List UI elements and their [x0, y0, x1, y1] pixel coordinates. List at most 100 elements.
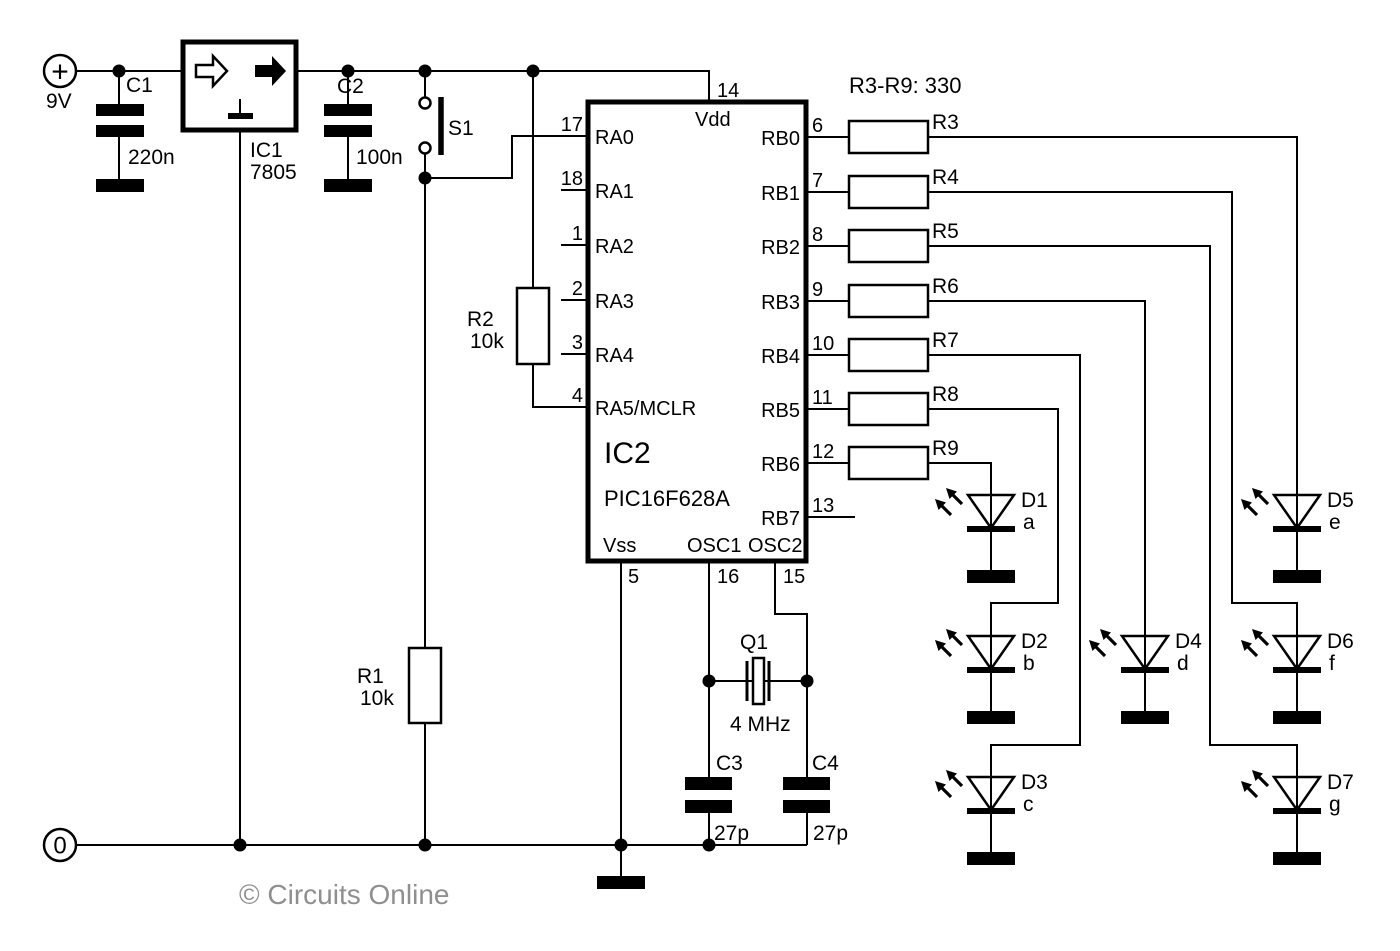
- capacitor-c3: C3 27p: [685, 752, 749, 845]
- q1-value: 4 MHz: [730, 713, 791, 736]
- pin-num: 2: [572, 278, 583, 300]
- r7-ref: R7: [932, 329, 959, 352]
- pin-label: RA0: [595, 127, 634, 149]
- pin-label: RB3: [761, 292, 800, 314]
- pin-num: 7: [812, 170, 823, 192]
- pin-label: RB7: [761, 508, 800, 530]
- ground-terminal-0: 0: [42, 827, 78, 863]
- switch-s1: S1: [418, 71, 588, 185]
- pin-label: RB1: [761, 183, 800, 205]
- led-d7: D7 g: [1241, 770, 1354, 865]
- input-arrow-icon: [194, 52, 229, 90]
- resistor-r2: R2 10k: [467, 71, 588, 408]
- junction-dot: [702, 674, 716, 688]
- led-d2: D2 b: [935, 629, 1048, 724]
- pin-num-5: 5: [628, 566, 639, 588]
- resistor-r9: [847, 445, 930, 481]
- pin-num: 3: [572, 332, 583, 354]
- r4-ref: R4: [932, 166, 959, 189]
- led-d4: D4 d: [1089, 629, 1202, 724]
- resistor-r5: [847, 228, 930, 264]
- plus-symbol: +: [51, 56, 69, 89]
- pin-num: 6: [812, 115, 823, 137]
- r6-ref: R6: [932, 275, 959, 298]
- series-resistors: R3-R9: 330 R3 R4 R5 R6 R7 R8 R9: [806, 73, 1298, 777]
- ground-bar: [324, 179, 372, 192]
- resistor-r3: [847, 119, 930, 155]
- r9-ref: R9: [932, 437, 959, 460]
- pin-num-16: 16: [717, 566, 739, 588]
- d4-ref: D4: [1175, 630, 1202, 653]
- resistor-r4: [847, 174, 930, 210]
- pin-label: RB5: [761, 400, 800, 422]
- capacitor-c4: C4 27p: [783, 752, 848, 845]
- wire-r8-to-d2: [806, 408, 1059, 636]
- crystal-q1: Q1 4 MHz: [702, 631, 814, 736]
- pin-num: 11: [812, 387, 833, 409]
- regulator-ic1: IC1 7805: [180, 39, 299, 845]
- d7-ref: D7: [1327, 771, 1354, 794]
- ic2-ref: IC2: [604, 437, 651, 470]
- wire-r7-to-d3: [806, 354, 1081, 777]
- junction-dot: [233, 838, 247, 852]
- d5-ref: D5: [1327, 489, 1354, 512]
- pin-num: 9: [812, 279, 823, 301]
- wire-osc2: [774, 561, 808, 783]
- resistor-note: R3-R9: 330: [849, 73, 962, 98]
- led-d5: D5 e: [1241, 488, 1354, 583]
- r1-ref: R1: [357, 665, 384, 688]
- resistor-r7: [847, 337, 930, 373]
- ground-symbol-icon: [597, 845, 645, 889]
- capacitor-c1: C1 220n: [96, 71, 175, 192]
- pin-label-vdd: Vdd: [695, 109, 731, 131]
- q1-ref: Q1: [740, 631, 768, 654]
- d6-segment: f: [1329, 652, 1335, 675]
- c1-value: 220n: [128, 146, 175, 169]
- pin-label: RB6: [761, 454, 800, 476]
- junction-dot: [418, 838, 432, 852]
- pin-label-osc1: OSC1: [687, 535, 741, 557]
- zero-label: 0: [53, 833, 66, 860]
- pin-num: 12: [812, 441, 834, 463]
- d3-segment: c: [1023, 793, 1034, 816]
- r3-ref: R3: [932, 111, 959, 134]
- pin-num: 17: [561, 114, 583, 136]
- pin-label: RA1: [595, 181, 634, 203]
- wire-s1-to-ra0: [425, 135, 588, 179]
- junction-dot: [800, 674, 814, 688]
- junction-dot: [702, 838, 716, 852]
- d1-ref: D1: [1021, 489, 1048, 512]
- s1-ref: S1: [448, 117, 474, 140]
- pin-label: RB4: [761, 346, 800, 368]
- pin-label: RA2: [595, 236, 634, 258]
- ic1-part: 7805: [250, 161, 297, 184]
- pin-label: RA4: [595, 345, 634, 367]
- c3-value: 27p: [714, 822, 749, 845]
- led-d3: D3 c: [935, 770, 1048, 865]
- c2-value: 100n: [356, 146, 403, 169]
- ic1-ref: IC1: [250, 139, 283, 162]
- pin-num: 4: [572, 385, 583, 407]
- pin-num: 1: [572, 223, 583, 245]
- d7-segment: g: [1329, 793, 1341, 816]
- switch-contact: [418, 96, 432, 110]
- wire-r5-to-d7: [806, 245, 1298, 777]
- pin-label: RA3: [595, 291, 634, 313]
- ic2-part: PIC16F628A: [604, 486, 730, 511]
- d1-segment: a: [1023, 511, 1035, 534]
- c4-value: 27p: [813, 822, 848, 845]
- pin-num-15: 15: [783, 566, 805, 588]
- internal-ground-icon: [228, 99, 253, 119]
- r1-value: 10k: [360, 687, 394, 710]
- d4-segment: d: [1177, 652, 1189, 675]
- pin-label-vss: Vss: [603, 535, 636, 557]
- wire-r3-to-d5: [806, 136, 1298, 495]
- wire-r4-to-d6: [806, 191, 1298, 636]
- pin-label: RB0: [761, 128, 800, 150]
- led-d6: D6 f: [1241, 629, 1354, 724]
- pin-label-osc2: OSC2: [748, 535, 802, 557]
- pin-num-14: 14: [717, 80, 739, 102]
- d5-segment: e: [1329, 511, 1341, 534]
